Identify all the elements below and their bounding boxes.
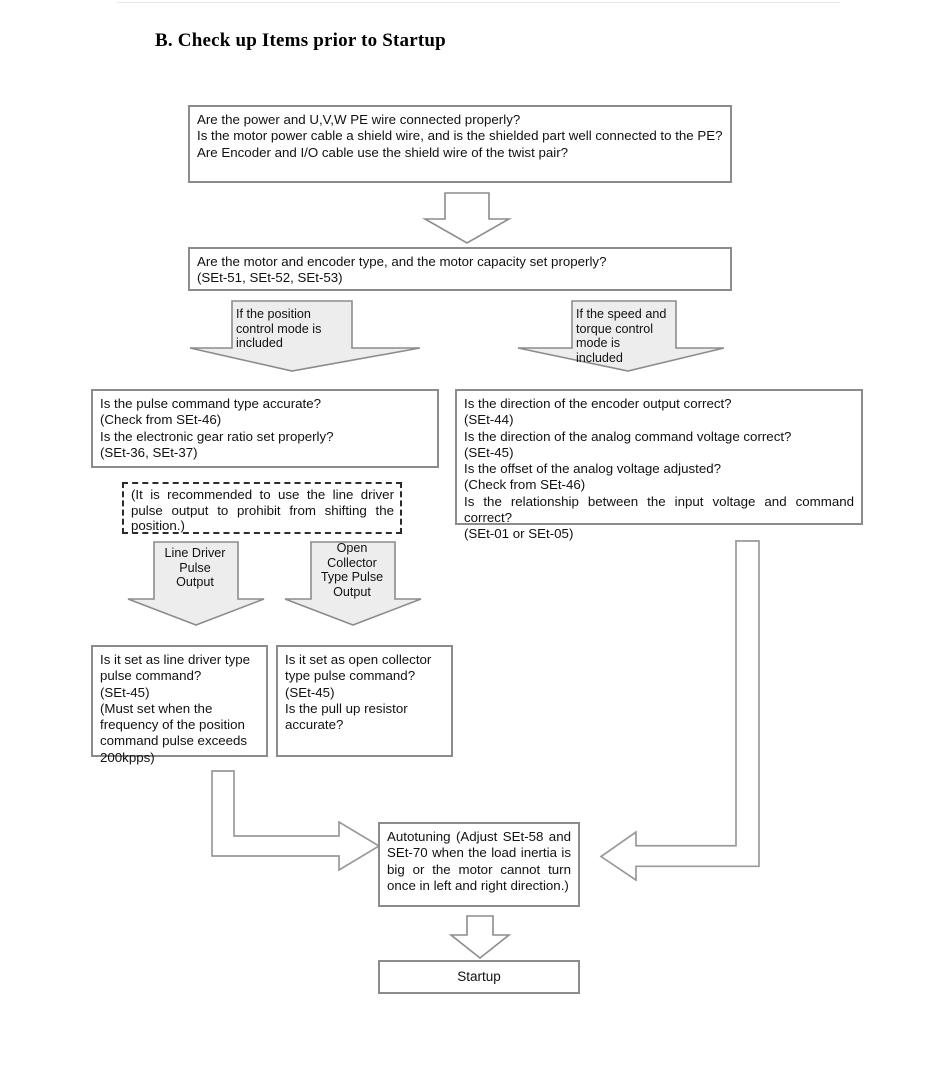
box-line-driver-type-check: Is it set as line driver type pulse comm… — [91, 645, 268, 765]
arrow-label-position-control-mode: If the position control mode is included — [236, 307, 322, 351]
page-title: B. Check up Items prior to Startup — [155, 30, 446, 51]
arrow-down-to-motor-encoder — [421, 192, 513, 244]
arrow-label-open-collector: Open Collector Type Pulse Output — [320, 541, 384, 599]
arrow-open-collector-pulse-output — [284, 541, 422, 626]
box-line-driver-recommendation: (It is recommended to use the line drive… — [122, 482, 402, 534]
arrow-label-speed-torque-control-mode: If the speed and torque control mode is … — [576, 307, 667, 365]
arrow-position-control-mode — [189, 300, 421, 372]
box-startup: Startup — [378, 960, 580, 994]
box-encoder-analog-checks: Is the direction of the encoder output c… — [455, 389, 863, 541]
arrow-right-branch-to-autotuning — [599, 540, 760, 882]
arrow-left-branch-to-autotuning — [211, 770, 381, 872]
arrow-speed-torque-control-mode — [517, 300, 725, 372]
arrow-down-to-startup — [448, 915, 512, 960]
box-autotuning: Autotuning (Adjust SEt-58 and SEt-70 whe… — [378, 822, 580, 907]
header-rule — [117, 2, 840, 3]
box-power-wiring-check: Are the power and U,V,W PE wire connecte… — [188, 105, 732, 183]
arrow-line-driver-pulse-output — [127, 541, 265, 626]
box-pulse-command-type: Is the pulse command type accurate? (Che… — [91, 389, 439, 468]
box-motor-encoder-type: Are the motor and encoder type, and the … — [188, 247, 732, 291]
arrow-label-line-driver: Line Driver Pulse Output — [164, 546, 226, 590]
box-open-collector-type-check: Is it set as open collector type pulse c… — [276, 645, 453, 757]
